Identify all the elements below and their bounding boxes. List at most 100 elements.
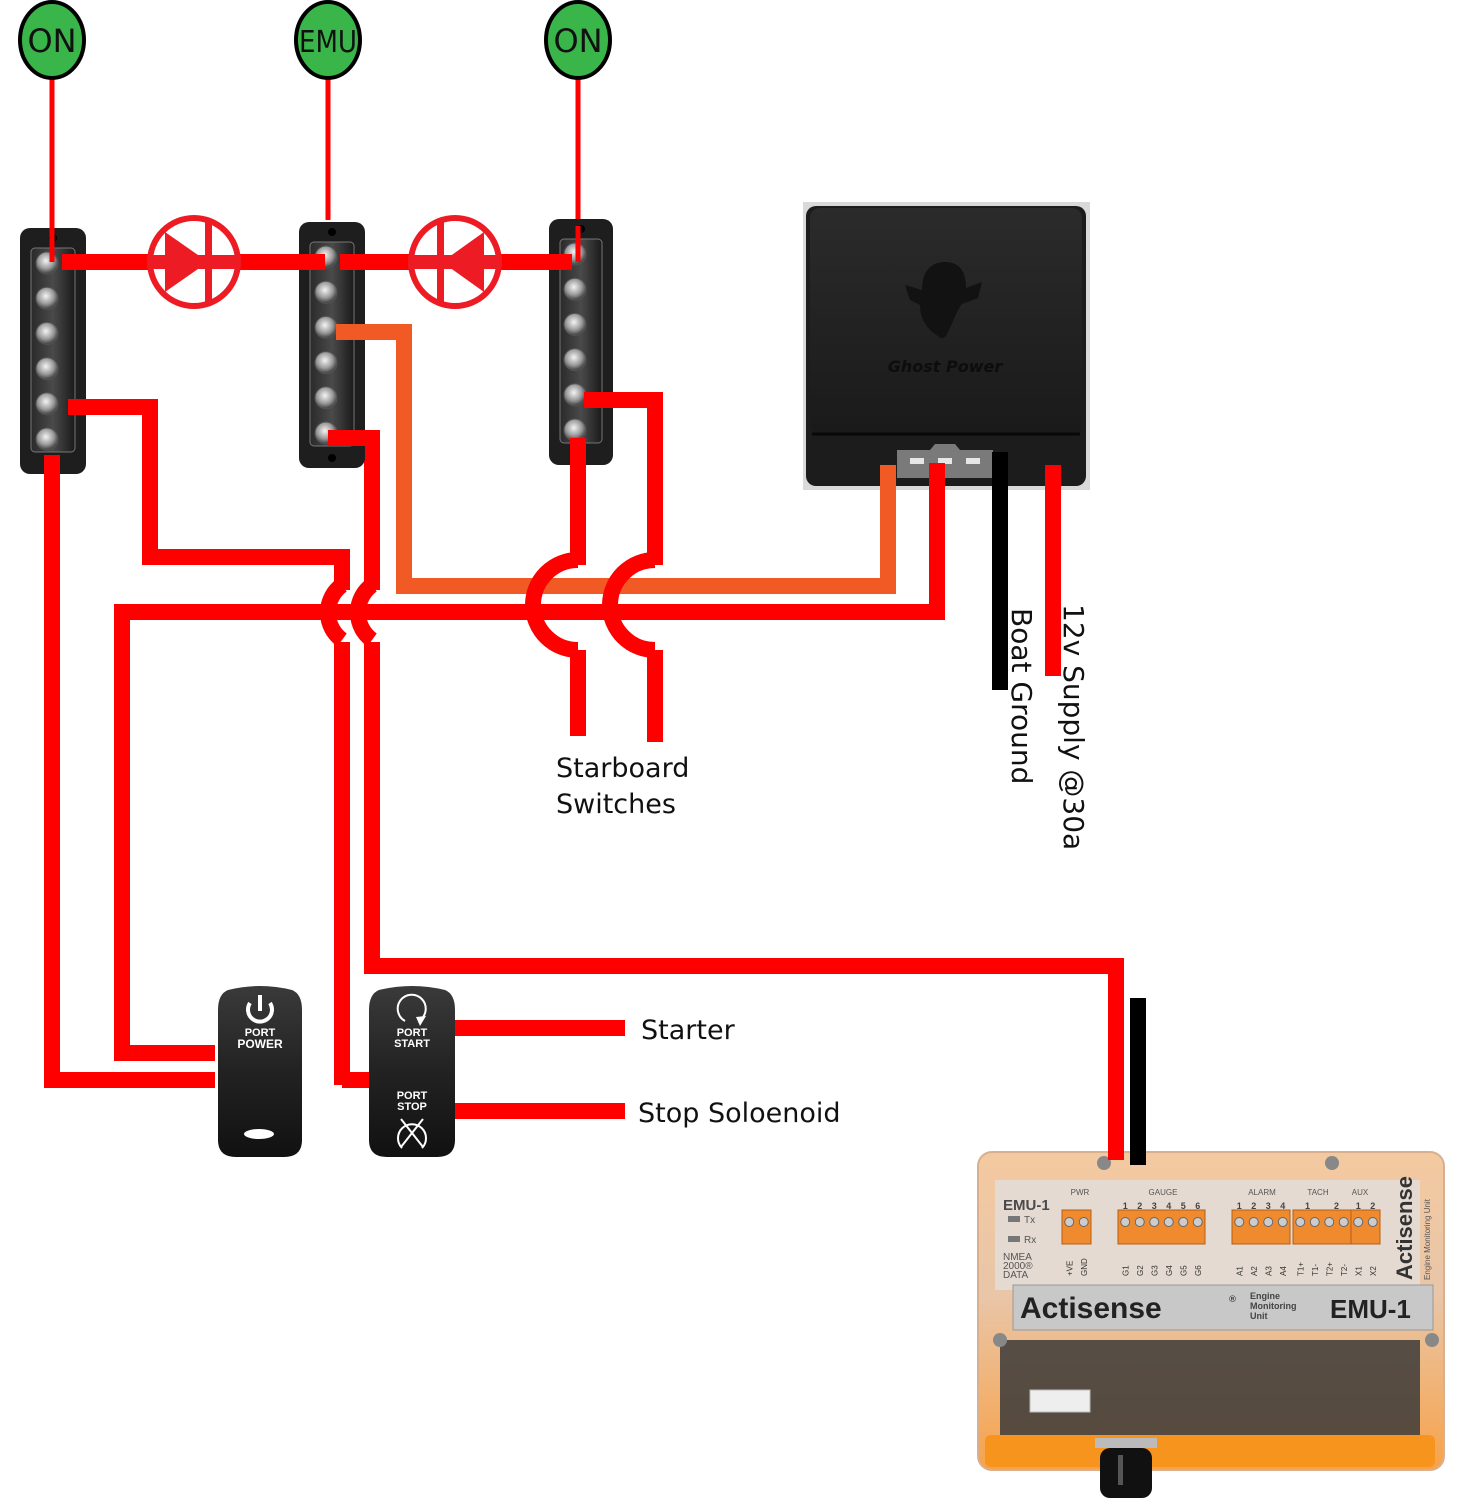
emu-terminal-number: 1 [1237,1201,1242,1211]
terminal-nut [563,277,587,301]
stop-icon [397,1118,427,1149]
emu-terminal-number: 1 [1305,1201,1310,1211]
wire-emu-feed [364,642,1124,1160]
emu-terminal-screw[interactable] [1324,1217,1335,1227]
emu-terminal-screw[interactable] [1178,1217,1189,1227]
terminal-nut [35,357,59,381]
emu-group-pwr: PWR [1071,1188,1090,1197]
emu-terminal-screw[interactable] [1120,1217,1131,1227]
emu-side-subtitle: Engine Monitoring Unit [1423,1198,1432,1280]
emu-terminal-screw[interactable] [1353,1217,1364,1227]
emu-terminal-screw[interactable] [1263,1217,1274,1227]
port-stop-line2: STOP [397,1101,427,1113]
emu-nmea-line1: NMEA [1003,1252,1032,1263]
emu-terminal-block-alarm [1231,1209,1291,1245]
emu-terminal-number: 2 [1137,1201,1142,1211]
emu-terminal-screw[interactable] [1163,1217,1174,1227]
emu-nameplate: Actisense ® Engine Monitoring Unit EMU-1 [1012,1284,1434,1331]
emu-terminal-number: 1 [1356,1201,1361,1211]
terminal-nut [563,348,587,372]
terminal-nut [35,392,59,416]
starboard-switches-label-line1: Starboard [556,753,689,784]
emu-pin-label: G5 [1179,1265,1188,1276]
ghost-power-module: Ghost Power [803,202,1090,500]
emu-pin-label: GND [1080,1258,1089,1276]
port-power-switch[interactable]: PORT POWER [218,986,302,1157]
emu-terminal-screw[interactable] [1234,1217,1245,1227]
terminal-nut [314,386,338,410]
port-stop-line1: PORT [397,1090,428,1102]
emu-group-gauge: GAUGE [1149,1188,1178,1197]
supply-12v-label: 12v Supply @30a [1057,604,1090,850]
emu-nmea-connector [1095,1438,1157,1498]
screw [1325,1156,1339,1170]
emu-led-rx: Rx [1024,1235,1036,1246]
power-icon [246,995,274,1024]
emu-terminal-screw[interactable] [1078,1217,1089,1227]
diode-right [408,215,502,309]
emu-terminal-screw[interactable] [1192,1217,1203,1227]
emu-pin-label: G3 [1150,1265,1159,1276]
emu-terminal-screw[interactable] [1149,1217,1160,1227]
emu-pin-label: T2+ [1325,1262,1334,1276]
emu-model-plate: EMU-1 [1330,1294,1411,1324]
emu-terminal-block-pwr [1061,1209,1092,1245]
emu-terminal-number: 1 [1123,1201,1128,1211]
emu-terminal-screw[interactable] [1134,1217,1145,1227]
terminal-nut [35,251,59,275]
emu-pin-label: T1+ [1296,1262,1305,1276]
indicator-left: ON [18,0,86,80]
emu-pin-label: T2- [1340,1264,1349,1276]
emu-terminal-screw[interactable] [1277,1217,1288,1227]
terminal-nut [563,312,587,336]
port-start-line2: START [394,1038,430,1050]
emu-terminal-screw[interactable] [1367,1217,1378,1227]
emu-terminal-block-aux [1350,1209,1381,1245]
emu-pin-label: X1 [1354,1266,1363,1276]
emu-pin-label: G1 [1121,1265,1130,1276]
port-start-stop-switch[interactable]: PORT START PORT STOP [369,986,455,1157]
emu-side-brand: Actisense [1392,1176,1417,1280]
emu-terminal-number: 2 [1370,1201,1375,1211]
starboard-switches-label-line2: Switches [556,789,676,820]
terminal-nut [563,383,587,407]
emu-terminal-screw[interactable] [1248,1217,1259,1227]
emu-terminal-number: 4 [1166,1201,1171,1211]
emu-brand: Actisense [1020,1292,1162,1325]
port-start-line1: PORT [397,1027,428,1039]
emu-terminal-number: 2 [1251,1201,1256,1211]
emu-terminal-screw[interactable] [1309,1217,1320,1227]
emu-terminal-screw[interactable] [1338,1217,1349,1227]
emu-terminal-screw[interactable] [1064,1217,1075,1227]
ghost-icon [905,262,982,339]
stop-solenoid-label: Stop Soloenoid [638,1098,841,1129]
emu-reg-mark: ® [1228,1295,1237,1305]
indicator-emu: EMU [294,0,362,80]
terminal-nut [314,351,338,375]
screw [1097,1156,1111,1170]
emu-pin-label: A4 [1279,1266,1288,1276]
emu-terminal-block-tach [1292,1209,1352,1245]
emu-pin-label: X2 [1369,1266,1378,1276]
terminal-nut [563,418,587,442]
wire-hop-starboard-2 [602,552,656,658]
diode-left [147,215,241,309]
boat-ground-label: Boat Ground [1005,608,1038,784]
terminal-nut [314,315,338,339]
emu-group-aux: AUX [1352,1188,1369,1197]
terminal-nut [314,280,338,304]
emu-terminal-number: 5 [1181,1201,1186,1211]
screw [1425,1333,1439,1347]
emu-nmea-line2: 2000® [1003,1261,1033,1272]
emu-terminal-number: 3 [1266,1201,1271,1211]
emu-subtitle-2: Monitoring [1250,1301,1297,1311]
emu-pin-label: A3 [1264,1266,1273,1276]
emu-pin-label: A1 [1235,1266,1244,1276]
emu-terminal-screw[interactable] [1295,1217,1306,1227]
emu-model-label: EMU-1 [1003,1197,1050,1214]
emu-header [1029,1389,1091,1413]
indicator-emu-label: EMU [299,25,357,60]
emu-group-tach: TACH [1307,1188,1328,1197]
terminal-nut [35,286,59,310]
